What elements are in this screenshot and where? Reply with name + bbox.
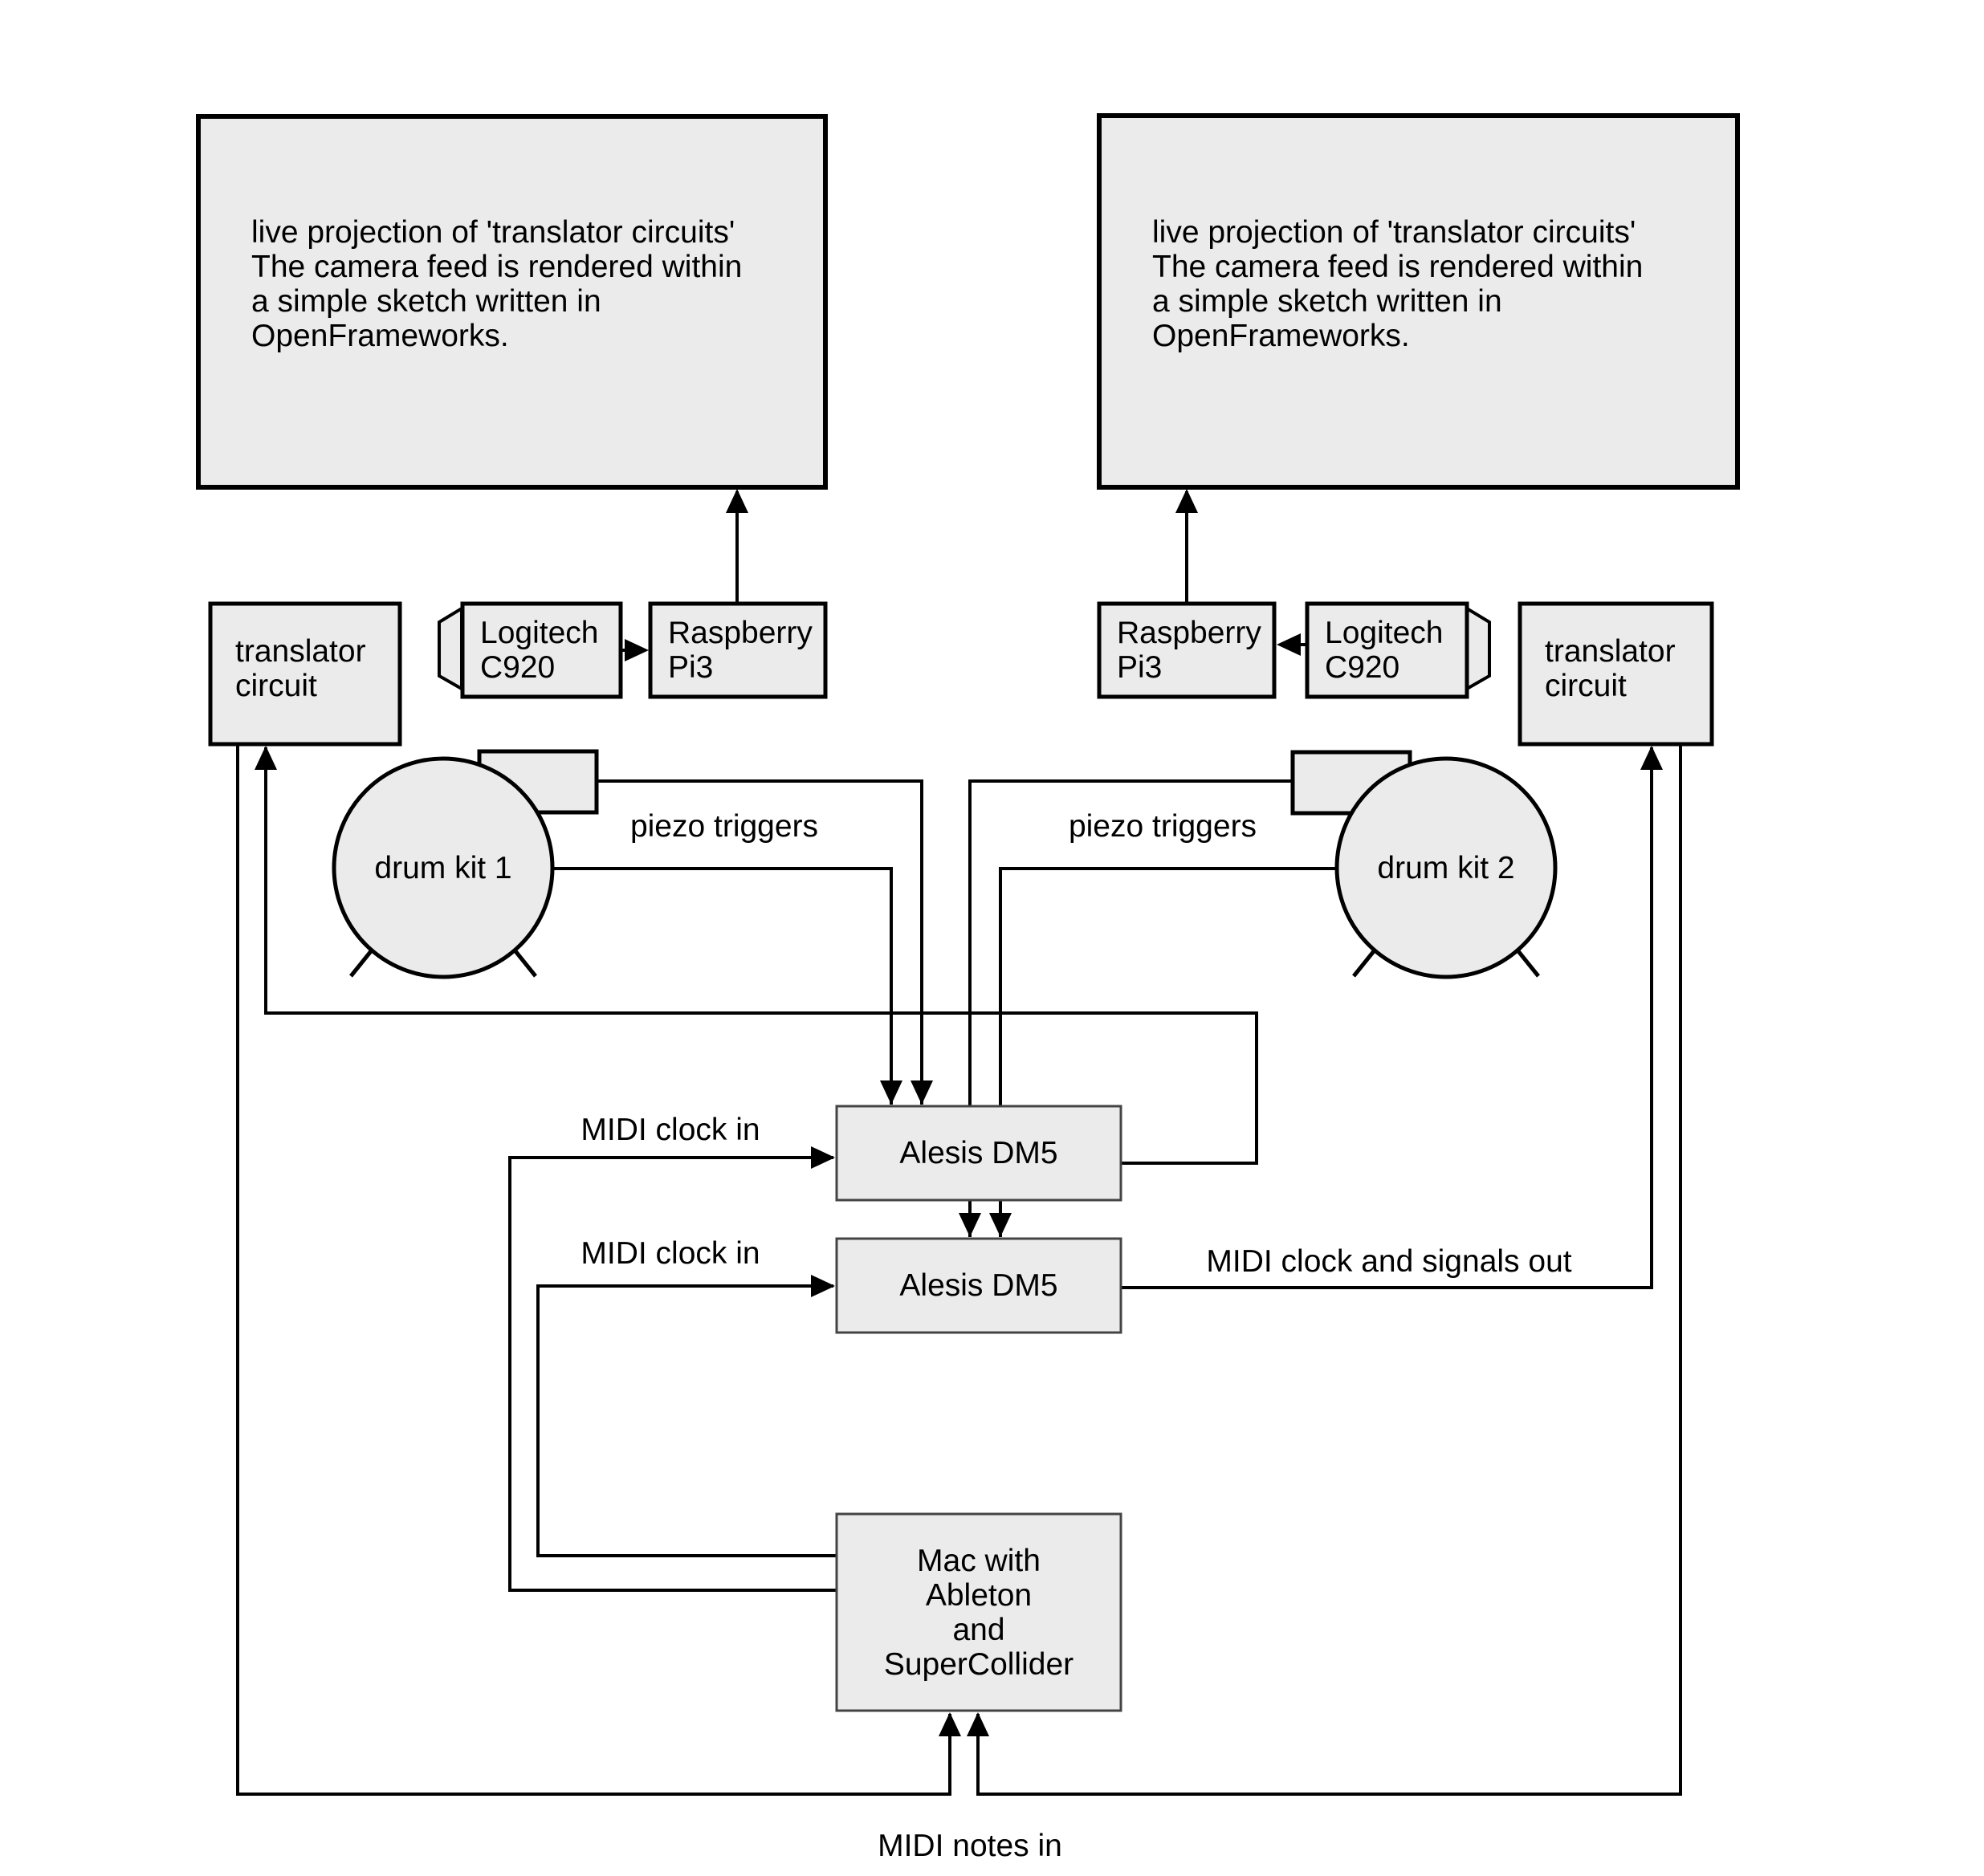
arrowhead-pad2-dm5b xyxy=(959,1213,981,1237)
translator-circuit-right-text: translator circuit xyxy=(1545,634,1676,703)
translator-circuit-left-text: translator circuit xyxy=(235,634,366,703)
webcam-lens-icon-right xyxy=(1465,605,1491,692)
arrowhead-raspberry-left xyxy=(625,639,649,661)
mac-box xyxy=(835,1512,1122,1712)
arrowhead-translator-left xyxy=(255,746,277,770)
logitech-left-text: Logitech C920 xyxy=(480,616,599,685)
midi-clock-signals-out-label: MIDI clock and signals out xyxy=(1206,1244,1572,1279)
logitech-left-box xyxy=(460,601,623,699)
alesis-dm5-bottom-box xyxy=(835,1237,1122,1334)
arrowhead-pad1-dm5a xyxy=(911,1080,933,1105)
midi-clock-in-bottom-label: MIDI clock in xyxy=(581,1236,760,1271)
arrowhead-drum1-dm5a xyxy=(880,1080,902,1105)
edge-dm5a-to-translator-left xyxy=(264,747,1258,1165)
projection-screen-right-box xyxy=(1097,113,1740,490)
midi-notes-in-label: MIDI notes in xyxy=(878,1829,1062,1863)
edge-dm5b-to-translator-right xyxy=(1121,747,1653,1289)
arrowhead-drum2-dm5b xyxy=(989,1213,1012,1237)
projection-screen-left-box xyxy=(196,114,828,490)
translator-circuit-right-box xyxy=(1518,601,1714,747)
webcam-lens-icon-left xyxy=(438,605,463,692)
drum-kit-2-circle xyxy=(1334,756,1558,979)
arrowhead-clock-dm5b xyxy=(811,1275,835,1297)
edge-pad2-to-dm5b xyxy=(968,779,1293,1237)
drum-kit-1-circle xyxy=(332,756,555,979)
midi-clock-in-top-label: MIDI clock in xyxy=(581,1113,760,1147)
logitech-right-box xyxy=(1305,601,1469,699)
raspberry-left-text: Raspberry Pi3 xyxy=(668,616,813,685)
edge-mac-to-dm5b-clock xyxy=(536,1284,837,1557)
alesis-dm5-bottom-text: Alesis DM5 xyxy=(899,1268,1058,1303)
edge-translator-right-to-mac xyxy=(976,744,1682,1796)
arrowhead-projection-right xyxy=(1175,489,1198,513)
alesis-dm5-top-box xyxy=(835,1105,1122,1202)
piezo-triggers-right-label: piezo triggers xyxy=(1068,809,1257,844)
mac-text: Mac with Ableton and SuperCollider xyxy=(883,1543,1074,1682)
logitech-right-text: Logitech C920 xyxy=(1325,616,1444,685)
edge-translator-left-to-mac xyxy=(236,744,951,1796)
drum-kit-1-text: drum kit 1 xyxy=(374,850,512,885)
alesis-dm5-top-text: Alesis DM5 xyxy=(899,1136,1058,1170)
raspberry-right-text: Raspberry Pi3 xyxy=(1117,616,1261,685)
arrowhead-clock-dm5a xyxy=(811,1146,835,1169)
drum-kit-2-text: drum kit 2 xyxy=(1377,850,1515,885)
projection-screen-right-text: live projection of 'translator circuits'… xyxy=(1152,215,1644,353)
projection-screen-left-text: live projection of 'translator circuits'… xyxy=(251,215,743,353)
piezo-triggers-left-label: piezo triggers xyxy=(629,809,819,844)
raspberry-left-box xyxy=(648,601,828,699)
arrowhead-mac-right xyxy=(967,1712,989,1736)
arrowhead-projection-left xyxy=(726,489,748,513)
raspberry-right-box xyxy=(1097,601,1277,699)
edge-mac-to-dm5a-clock xyxy=(508,1156,837,1592)
arrowhead-translator-right xyxy=(1640,746,1663,770)
edge-pad1-to-dm5a xyxy=(597,779,923,1105)
arrowhead-raspberry-right xyxy=(1277,633,1301,656)
translator-circuit-left-box xyxy=(208,601,402,747)
arrowhead-mac-left xyxy=(939,1712,961,1736)
edge-drum1-to-dm5a xyxy=(552,867,893,1105)
